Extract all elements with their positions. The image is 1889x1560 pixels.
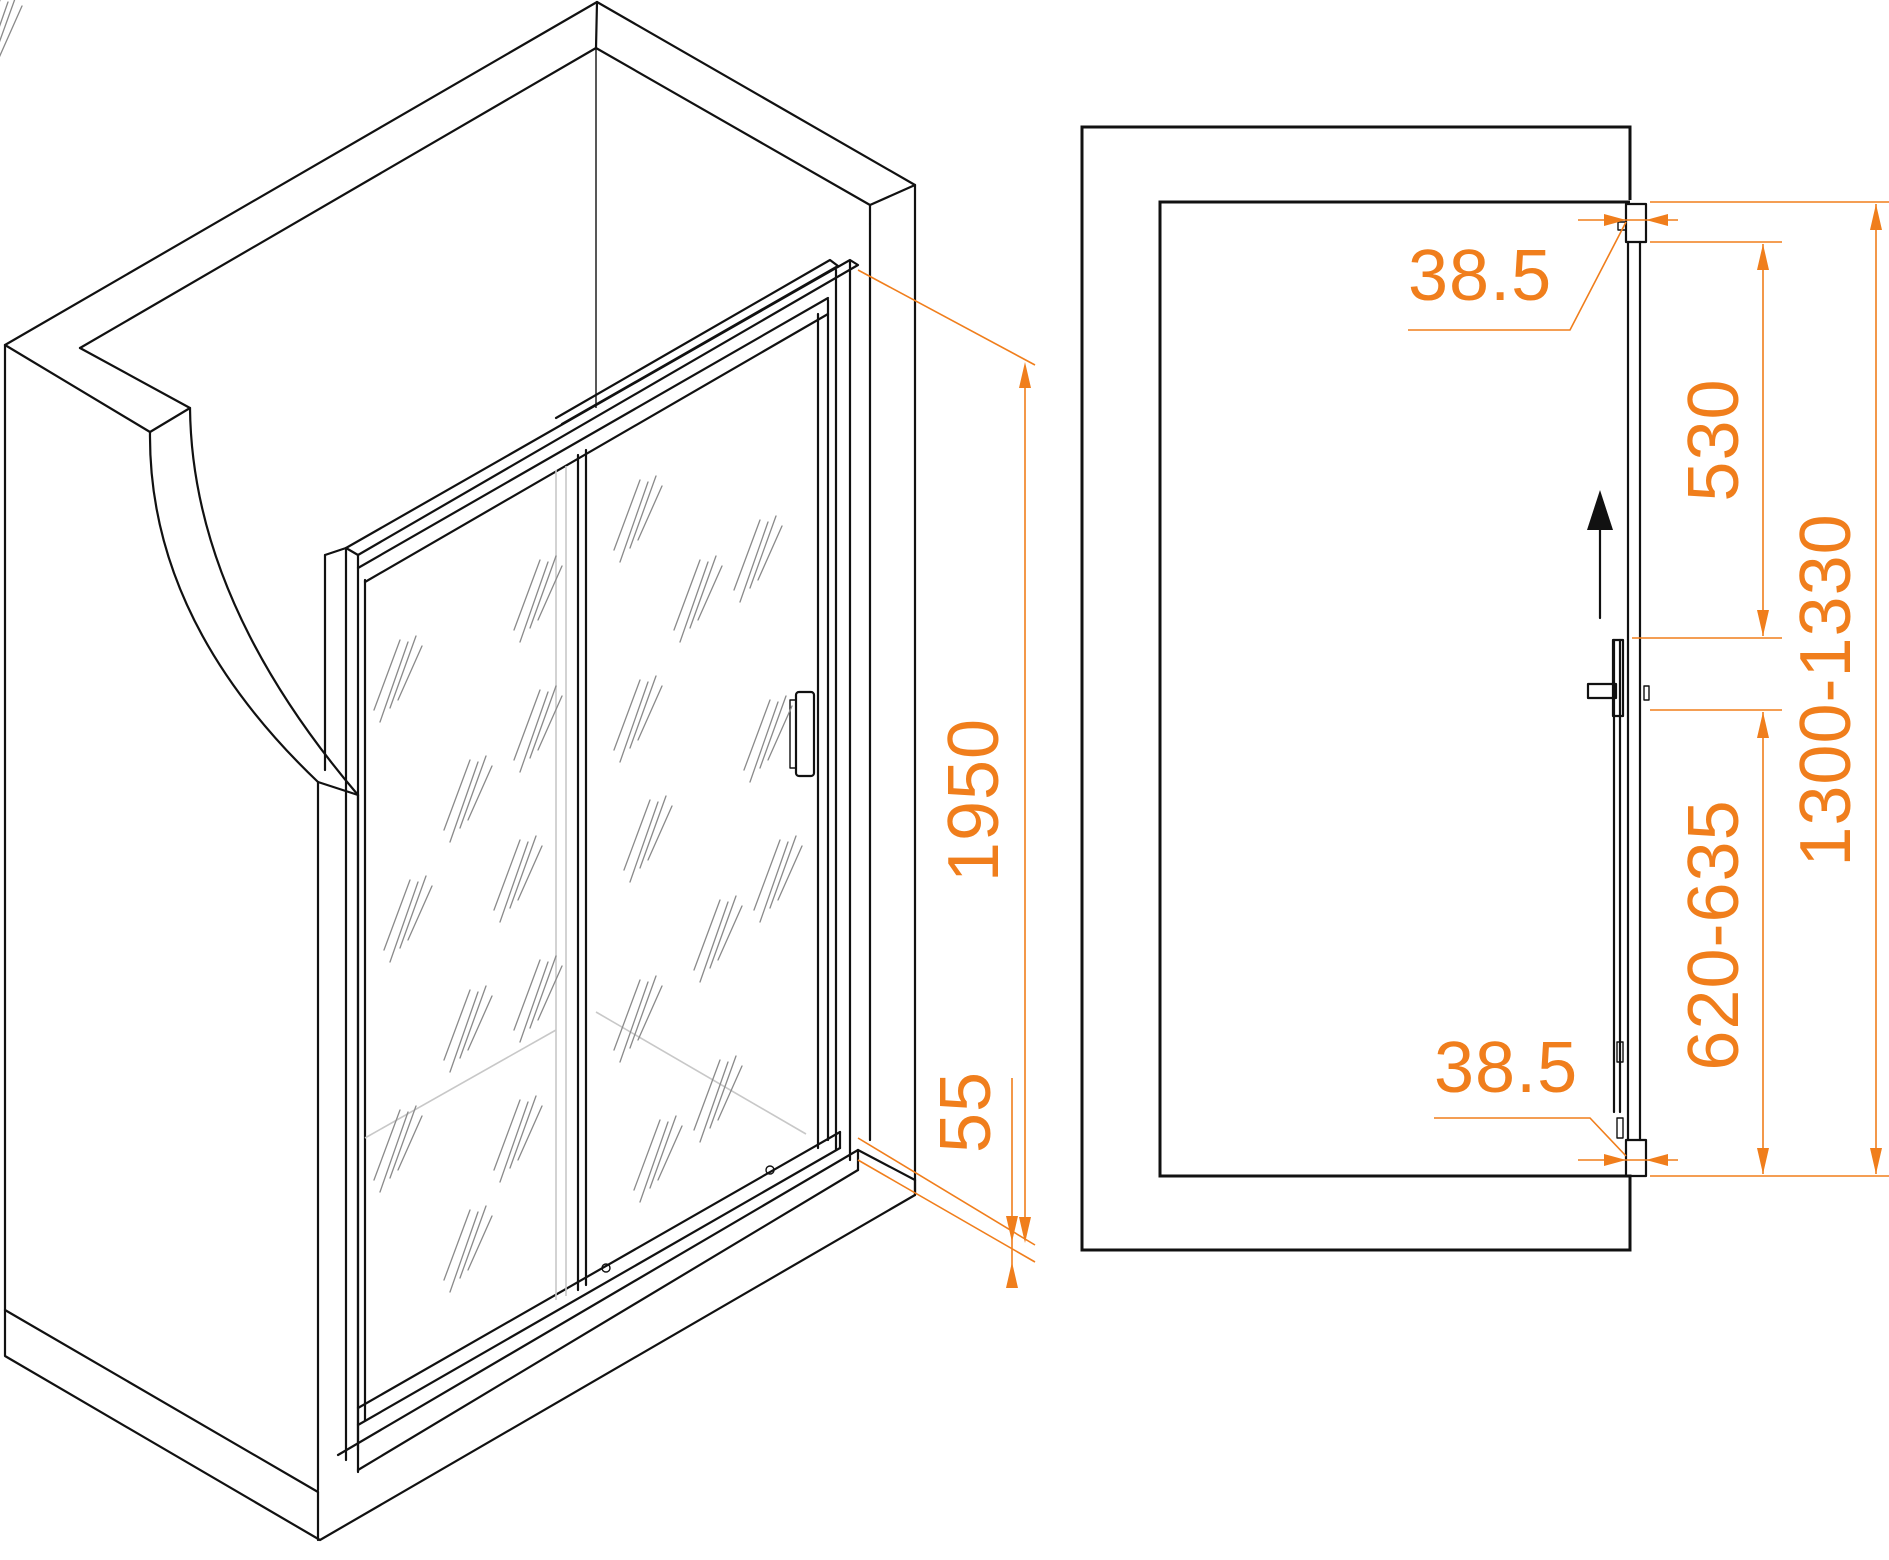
plan-dimensions: 38.5 38.5 530 620-635 1300-1330 [1408, 201, 1889, 1177]
iso-dimensions: 1950 55 [857, 269, 1036, 1288]
door-handle [794, 690, 816, 778]
door-frame [323, 258, 860, 1462]
arrow-up-icon [1587, 490, 1613, 620]
isometric-view: 1950 55 [0, 0, 1036, 1542]
plan-view: 38.5 38.5 530 620-635 1300-1330 [1080, 125, 1889, 1252]
plan-door-profile [1586, 202, 1650, 1178]
dim-tray-height: 55 [926, 1071, 1006, 1153]
dim-profile-bottom: 38.5 [1434, 1028, 1578, 1108]
dim-door-height: 1950 [934, 718, 1014, 882]
dim-total-width: 1300-1330 [1786, 513, 1866, 866]
plan-walls [1080, 125, 1632, 1252]
shower-tray [336, 1148, 860, 1472]
wall-block [3, 0, 917, 1542]
dim-profile-top: 38.5 [1408, 236, 1552, 316]
dim-panel-width: 620-635 [1674, 799, 1754, 1070]
dim-opening-width: 530 [1674, 378, 1754, 501]
glass-texture [0, 0, 803, 1293]
